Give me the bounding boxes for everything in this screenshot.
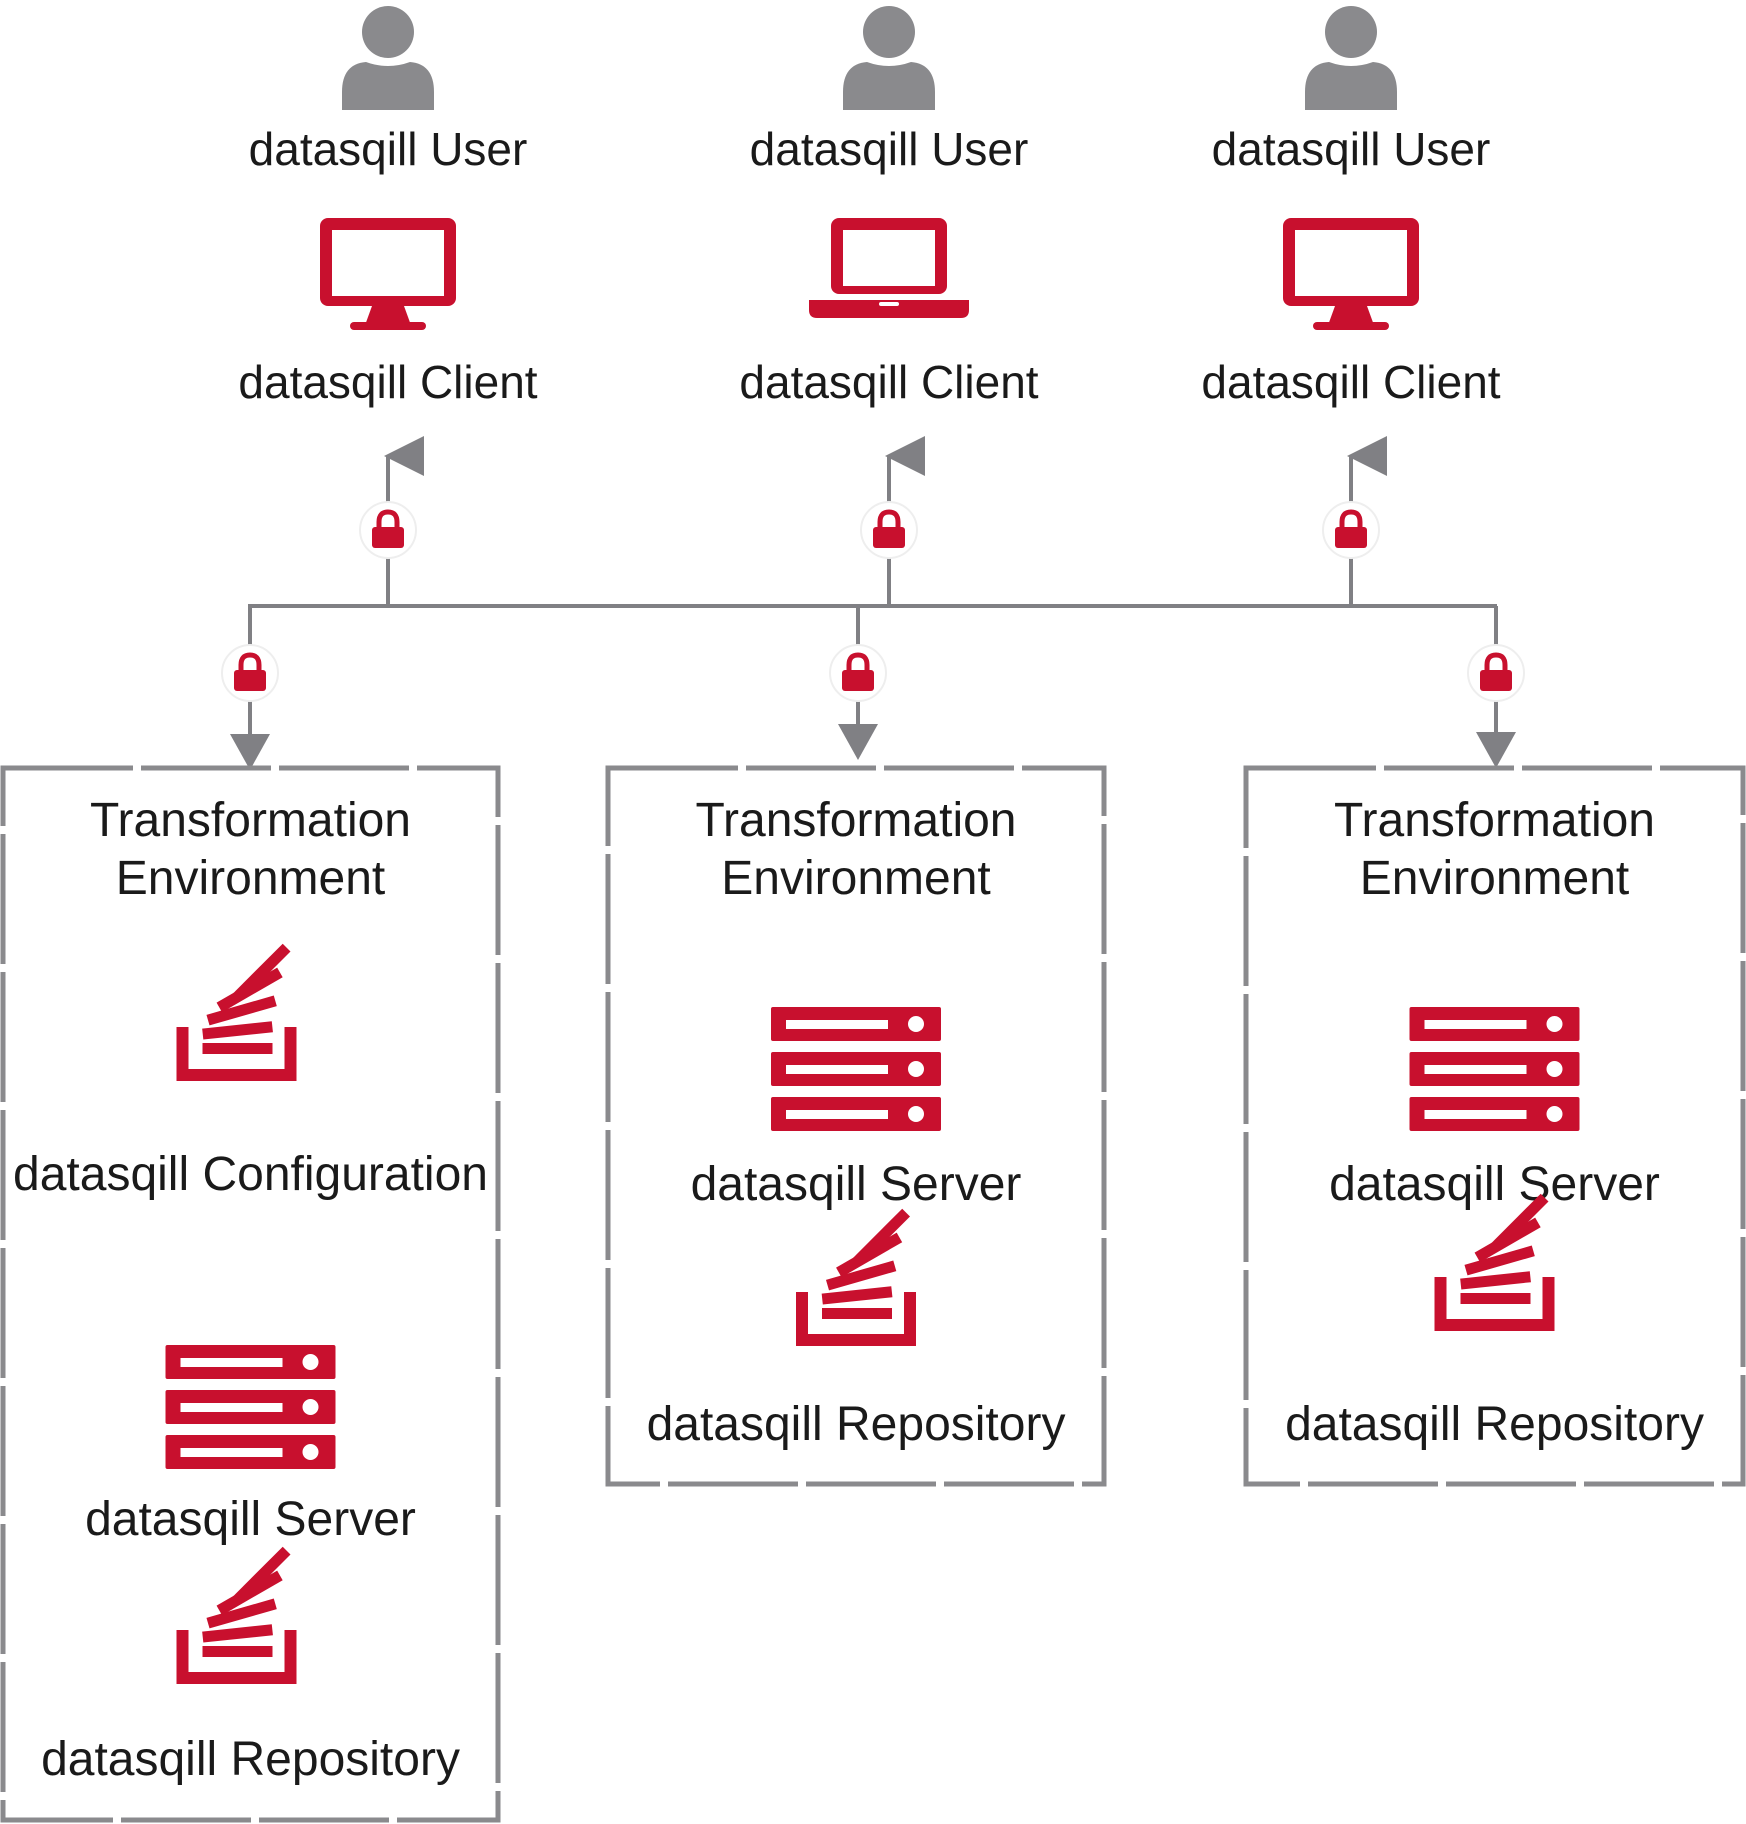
lock-icon: [1323, 502, 1379, 558]
component-label: datasqill Repository: [647, 1398, 1066, 1451]
environment-title-line2: Environment: [116, 852, 385, 905]
lock-icon: [1468, 645, 1524, 701]
environment-border: [605, 765, 1107, 1487]
environment-title-line1: Transformation: [696, 794, 1017, 847]
client-label: datasqill Client: [238, 356, 537, 408]
arrow-down-icon: [838, 724, 878, 760]
user-label: datasqill User: [750, 123, 1029, 175]
user-icon: [843, 6, 935, 110]
client-group: datasqill User datasqill Client: [238, 6, 538, 408]
component-label: datasqill Server: [1329, 1158, 1660, 1211]
client-label: datasqill Client: [739, 356, 1038, 408]
environment-title-line1: Transformation: [1334, 794, 1655, 847]
environment-title-line2: Environment: [1360, 852, 1629, 905]
environment-title-line1: Transformation: [90, 794, 411, 847]
user-label: datasqill User: [249, 123, 528, 175]
lock-icon: [222, 645, 278, 701]
component-label: datasqill Configuration: [13, 1148, 488, 1201]
laptop-icon: [809, 218, 969, 318]
environment-title-line2: Environment: [721, 852, 990, 905]
environment-border: [1243, 765, 1746, 1487]
stack-icon: [796, 1208, 916, 1346]
client-group: datasqill User datasqill Client: [1201, 6, 1501, 408]
lock-icon: [861, 502, 917, 558]
user-icon: [342, 6, 434, 110]
lock-icon: [830, 645, 886, 701]
lock-icon: [360, 502, 416, 558]
server-icon: [771, 1007, 941, 1131]
component-label: datasqill Repository: [1285, 1398, 1704, 1451]
stack-icon: [176, 943, 297, 1081]
desktop-monitor-icon: [1283, 218, 1419, 330]
server-icon: [1409, 1007, 1580, 1131]
user-label: datasqill User: [1212, 123, 1491, 175]
user-icon: [1305, 6, 1397, 110]
arrow-down-icon: [230, 734, 270, 770]
server-icon: [165, 1345, 336, 1469]
environment-border: [0, 765, 501, 1823]
arrow-down-icon: [1476, 732, 1516, 768]
desktop-monitor-icon: [320, 218, 456, 330]
component-label: datasqill Server: [85, 1493, 416, 1546]
stack-icon: [1434, 1193, 1555, 1331]
client-group: datasqill User datasqill Client: [739, 6, 1039, 408]
component-label: datasqill Repository: [41, 1733, 460, 1786]
client-label: datasqill Client: [1201, 356, 1500, 408]
component-label: datasqill Server: [691, 1158, 1022, 1211]
stack-icon: [176, 1546, 297, 1684]
